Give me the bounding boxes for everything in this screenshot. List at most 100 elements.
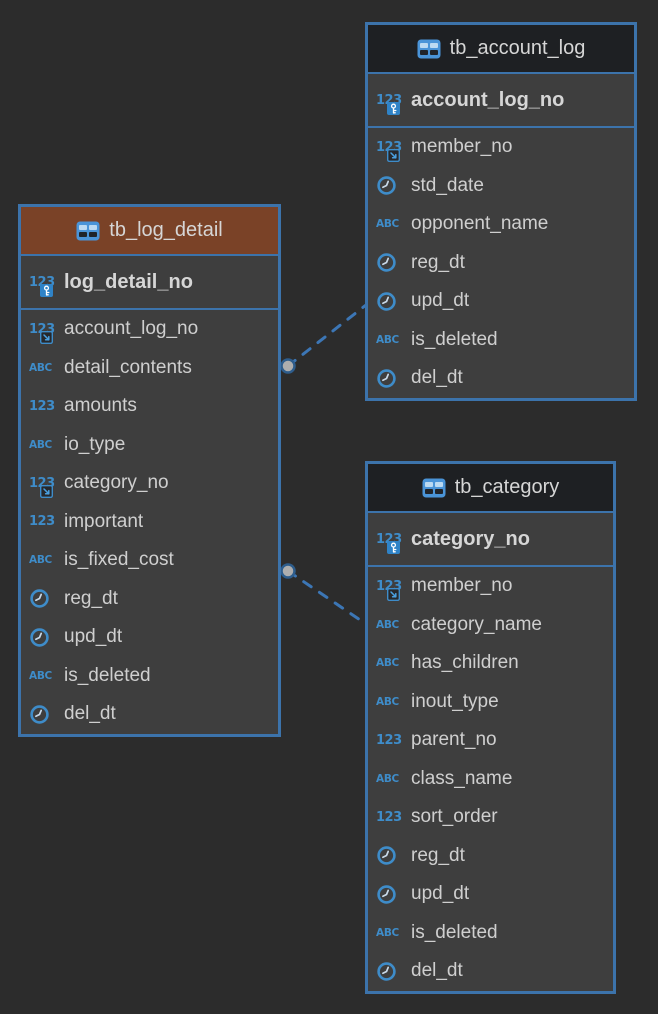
number-type-icon: 123 <box>376 573 407 602</box>
text-type-icon: ABC <box>376 926 399 939</box>
primary-key-icon <box>387 102 400 115</box>
relationship-line[interactable] <box>286 569 368 626</box>
number-type-icon: 123 <box>376 526 407 554</box>
column-row[interactable]: ABC category_name <box>368 606 613 645</box>
column-row[interactable]: ABC is_deleted <box>368 321 634 360</box>
table-header[interactable]: tb_category <box>368 464 613 513</box>
text-type-icon: ABC <box>376 218 399 231</box>
column-name: del_dt <box>411 367 463 389</box>
column-name: reg_dt <box>64 587 118 609</box>
column-row[interactable]: del_dt <box>368 359 634 398</box>
table-icon <box>417 39 441 59</box>
datetime-type-icon <box>376 365 407 391</box>
number-type-icon: 123 <box>376 134 407 163</box>
number-type-icon: 123 <box>29 398 55 414</box>
foreign-key-icon <box>386 588 401 602</box>
column-name: del_dt <box>411 960 463 982</box>
column-row[interactable]: del_dt <box>368 952 613 991</box>
column-name: class_name <box>411 767 513 789</box>
datetime-type-icon <box>376 173 407 199</box>
column-name: account_log_no <box>64 318 199 340</box>
column-name: std_date <box>411 174 484 196</box>
text-type-icon: ABC <box>376 333 399 346</box>
primary-key-name: account_log_no <box>411 88 565 111</box>
datetime-type-icon <box>29 586 60 612</box>
column-name: member_no <box>411 575 513 597</box>
column-name: io_type <box>64 433 126 455</box>
column-row[interactable]: del_dt <box>21 695 278 734</box>
text-type-icon: ABC <box>376 657 399 670</box>
column-row[interactable]: reg_dt <box>368 244 634 283</box>
column-row[interactable]: ABC is_deleted <box>368 914 613 953</box>
column-name: category_no <box>64 472 169 494</box>
text-type-icon: ABC <box>376 618 399 631</box>
column-row[interactable]: 123 amounts <box>21 387 278 426</box>
column-row[interactable]: upd_dt <box>368 875 613 914</box>
column-name: upd_dt <box>411 883 470 905</box>
column-row[interactable]: upd_dt <box>21 618 278 657</box>
primary-key-icon <box>387 541 400 554</box>
column-row[interactable]: ABC inout_type <box>368 683 613 722</box>
column-name: has_children <box>411 652 519 674</box>
column-name: parent_no <box>411 729 497 751</box>
table-header[interactable]: tb_log_detail <box>21 207 278 256</box>
column-row[interactable]: reg_dt <box>21 580 278 619</box>
relationship-line[interactable] <box>286 303 368 368</box>
column-row[interactable]: ABC class_name <box>368 760 613 799</box>
relationship-endpoint-dot <box>280 358 296 374</box>
number-type-icon: 123 <box>376 732 402 748</box>
column-name: is_deleted <box>411 921 498 943</box>
number-type-icon: 123 <box>376 809 402 825</box>
column-name: category_name <box>411 613 542 635</box>
column-name: reg_dt <box>411 844 465 866</box>
column-name: important <box>64 510 144 532</box>
column-row[interactable]: std_date <box>368 167 634 206</box>
datetime-type-icon <box>29 624 60 650</box>
column-row[interactable]: upd_dt <box>368 282 634 321</box>
column-name: amounts <box>64 395 137 417</box>
column-row[interactable]: 123 parent_no <box>368 721 613 760</box>
relationship-tb_log_detail-to-tb_account_log[interactable] <box>280 303 368 374</box>
column-name: is_deleted <box>411 328 498 350</box>
column-row[interactable]: reg_dt <box>368 837 613 876</box>
number-type-icon: 123 <box>29 514 55 530</box>
relationship-tb_log_detail-to-tb_category[interactable] <box>280 563 368 626</box>
text-type-icon: ABC <box>29 554 52 567</box>
primary-key-icon <box>40 284 53 297</box>
datetime-type-icon <box>376 250 407 276</box>
text-type-icon: ABC <box>29 669 52 682</box>
column-row[interactable]: 123 important <box>21 503 278 542</box>
text-type-icon: ABC <box>376 695 399 708</box>
text-type-icon: ABC <box>29 438 52 451</box>
column-name: reg_dt <box>411 251 465 273</box>
column-row[interactable]: ABC io_type <box>21 426 278 465</box>
datetime-type-icon <box>29 701 60 727</box>
column-name: upd_dt <box>411 290 470 312</box>
table-title: tb_account_log <box>449 37 586 59</box>
text-type-icon: ABC <box>376 772 399 785</box>
table-header[interactable]: tb_account_log <box>368 25 634 74</box>
column-name: inout_type <box>411 690 499 712</box>
table-icon <box>76 221 100 241</box>
column-row[interactable]: ABC has_children <box>368 644 613 683</box>
column-name: member_no <box>411 136 513 158</box>
datetime-type-icon <box>376 958 407 984</box>
relationship-endpoint-dot <box>280 563 296 579</box>
column-row[interactable]: 123 sort_order <box>368 798 613 837</box>
column-name: sort_order <box>411 806 498 828</box>
